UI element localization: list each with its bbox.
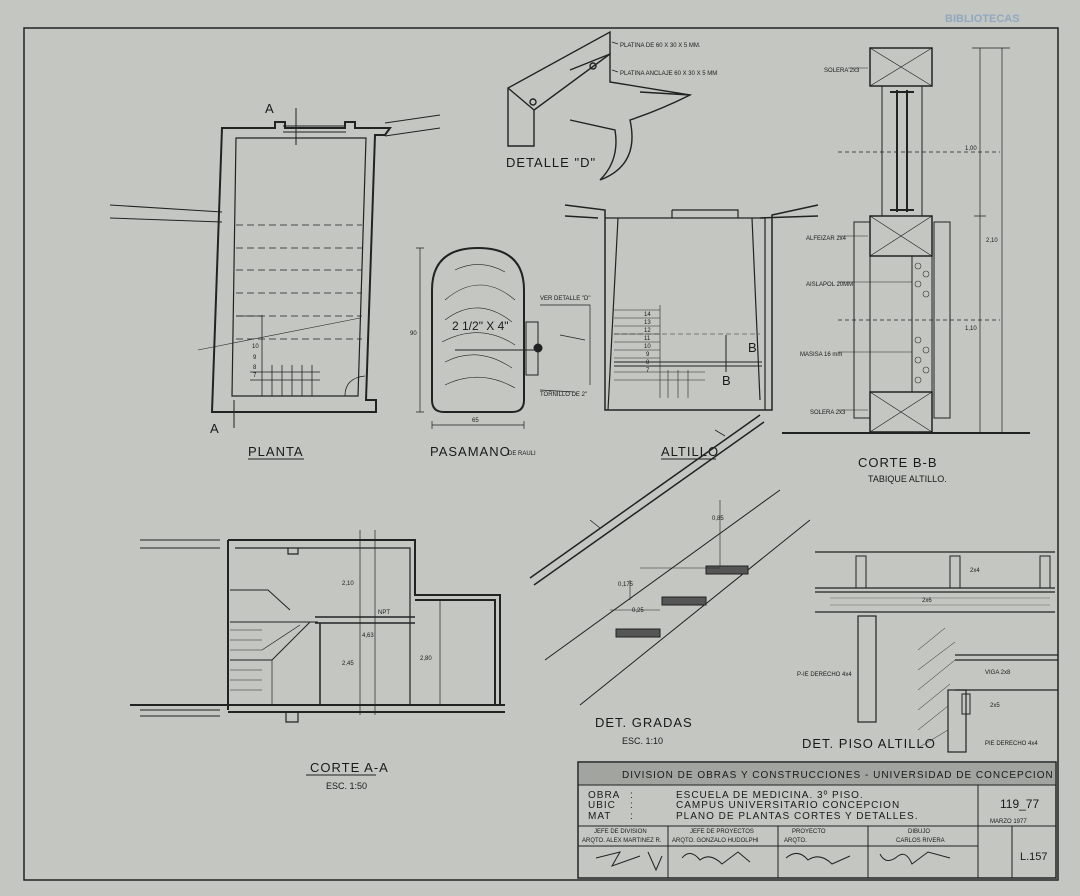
title-block [577,761,1057,879]
title-block-sheet: L.157 [1020,851,1048,863]
det-piso-title: DET. PISO ALTILLO [802,736,936,751]
pasamano-dim-width: 65 [472,418,479,424]
det-gradas-scale: ESC. 1:10 [622,736,663,746]
corte-bb-dim-upper: 1,00 [965,146,977,152]
svg-text:12: 12 [644,328,651,334]
corte-aa-npt: NPT [378,610,390,616]
corte-aa-scale: ESC. 1:50 [326,781,367,791]
det-piso-pie1: P-IE DERECHO 4x4 [797,672,852,678]
det-piso-viga: VIGA 2x8 [985,670,1011,676]
detalle-d-title: DETALLE "D" [506,155,596,170]
svg-text:ARQTO. GONZALO HUDOLPHI: ARQTO. GONZALO HUDOLPHI [672,838,759,844]
svg-text:CAMPUS UNIVERSITARIO CONCEPCIO: CAMPUS UNIVERSITARIO CONCEPCION [676,800,900,811]
svg-text:ARQTO. ALEX MARTINEZ R.: ARQTO. ALEX MARTINEZ R. [582,838,662,844]
svg-text:8: 8 [646,360,650,366]
svg-text:UBIC: UBIC [588,800,616,811]
title-block-rows: OBRA : ESCUELA DE MEDICINA. 3º PISO. UBI… [588,790,918,822]
altillo-title: ALTILLO [661,444,719,459]
svg-text:9: 9 [253,355,257,361]
det-piso-small: 2x5 [990,703,1000,709]
title-block-number: 119_77 [1000,797,1039,811]
corte-bb-insulation [914,262,930,384]
svg-text:OBRA: OBRA [588,790,620,801]
corte-aa-dim-right: 2,80 [420,656,432,662]
corte-bb-aislapol: AISLAPOL 20MM [806,282,853,288]
svg-text:10: 10 [644,344,651,350]
det-piso-pie2: PIE DERECHO 4x4 [985,741,1038,747]
altillo-stair-numbers: 7 8 9 10 11 12 13 14 [644,312,651,374]
det-piso-view [815,551,1058,753]
detalle-d-note2: PLATINA ANCLAJE 60 X 30 X 5 MM [620,71,717,77]
pasamano-title: PASAMANO [430,444,511,459]
pasamano-ver-detalle: VER DETALLE "D" [540,296,591,302]
corte-aa-title: CORTE A-A [310,760,389,775]
svg-text:DIBUJO: DIBUJO [908,829,930,835]
altillo-view [564,204,819,411]
corte-bb-solera-bottom: SOLERA 2x3 [810,410,846,416]
planta-section-mark-top: A [265,101,275,116]
planta-section-mark-bottom: A [210,421,220,436]
det-gradas-dim1: 0,175 [618,582,634,588]
svg-text:JEFE DE DIVISION: JEFE DE DIVISION [594,829,647,835]
svg-text::: : [630,811,634,822]
svg-text:PLANO DE PLANTAS CORTES Y DETA: PLANO DE PLANTAS CORTES Y DETALLES. [676,811,918,822]
svg-text:ESCUELA DE MEDICINA. 3º PISO.: ESCUELA DE MEDICINA. 3º PISO. [676,790,864,801]
svg-text:8: 8 [253,365,257,371]
altillo-section-mark-bottom: B [722,373,732,388]
svg-text::: : [630,790,634,801]
corte-bb-alfeizar: ALFEIZAR 2x4 [806,236,847,242]
pasamano-dim-height: 90 [410,331,417,337]
svg-text:ARQTO.: ARQTO. [784,838,807,844]
corte-aa-dim-level: 4,63 [362,633,374,639]
svg-text::: : [630,800,634,811]
corte-bb-dim-lower: 1,10 [965,326,977,332]
sheet-border [23,27,1059,881]
corte-aa-dim-upper: 2,10 [342,581,354,587]
corte-bb-title: CORTE B-B [858,455,938,470]
det-gradas-dim3: 0,85 [712,516,724,522]
svg-text:JEFE DE PROYECTOS: JEFE DE PROYECTOS [690,829,754,835]
title-block-header: DIVISION DE OBRAS Y CONSTRUCCIONES - UNI… [622,770,1054,781]
svg-text:CARLOS RIVERA: CARLOS RIVERA [896,838,945,844]
corte-bb-subtitle: TABIQUE ALTILLO. [868,474,947,484]
svg-text:9: 9 [646,352,650,358]
pasamano-size-label: 2 1/2" X 4" [452,319,509,333]
svg-text:14: 14 [644,312,651,318]
svg-text:7: 7 [253,373,257,379]
title-block-signatures: JEFE DE DIVISION ARQTO. ALEX MARTINEZ R.… [582,829,945,844]
planta-title: PLANTA [248,444,304,459]
pasamano-view [416,246,591,429]
det-piso-board2: 2x6 [922,598,932,604]
corte-bb-solera-top: SOLERA 2x3 [824,68,860,74]
corte-bb-dim-total: 2,10 [986,238,998,244]
handwritten-signatures [595,851,951,872]
corte-bb-view [782,47,1030,434]
planta-view [109,108,441,428]
detalle-d-note1: PLATINA DE 60 X 30 X 5 MM. [620,43,701,49]
altillo-section-mark-top: B [748,340,758,355]
watermark-logo: BIBLIOTECAS [945,13,1020,25]
corte-bb-masisa: MASISA 16 mm [800,352,842,358]
svg-text:MAT: MAT [588,811,611,822]
svg-text:11: 11 [644,336,651,342]
det-gradas-title: DET. GRADAS [595,715,693,730]
svg-text:10: 10 [252,344,259,350]
corte-aa-dim-lower: 2,45 [342,661,354,667]
det-piso-board1: 2x4 [970,568,980,574]
svg-text:7: 7 [646,368,650,374]
pasamano-tornillo: TORNILLO DE 2" [540,392,587,398]
planta-stair-numbers: 7 8 9 10 [252,344,259,379]
det-gradas-view [529,414,811,706]
title-block-date: MARZO 1977 [990,819,1027,825]
svg-text:PROYECTO: PROYECTO [792,829,826,835]
detalle-d-view [507,30,693,181]
pasamano-subtitle: DE RAULI [508,451,536,457]
svg-text:13: 13 [644,320,651,326]
det-gradas-dim2: 0,25 [632,608,644,614]
corte-aa-view [130,530,505,723]
